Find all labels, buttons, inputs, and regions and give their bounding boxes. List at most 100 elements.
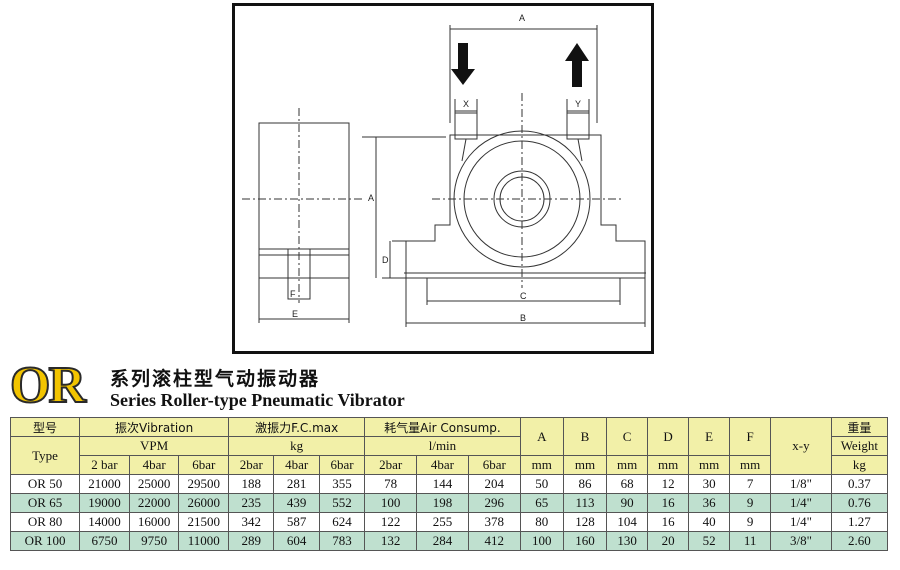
table-cell: 36	[688, 493, 731, 513]
table-cell: 160	[562, 531, 608, 551]
table-cell: 198	[416, 493, 469, 513]
header-vib-4bar: 4bar	[128, 455, 180, 475]
table-cell: 12	[647, 474, 690, 494]
table-cell: 30	[688, 474, 731, 494]
table-cell: 289	[228, 531, 275, 551]
table-cell: 20	[647, 531, 690, 551]
table-cell: 132	[364, 531, 418, 551]
table-cell: 21500	[178, 512, 230, 532]
table-cell: OR 50	[9, 474, 81, 494]
dim-label-e: E	[292, 309, 298, 319]
header-row-2: Type VPM kg l/min Weight	[9, 436, 889, 475]
header-air-4bar: 4bar	[416, 455, 469, 475]
table-cell: 90	[606, 493, 649, 513]
table-cell: 296	[467, 493, 521, 513]
header-air: 耗气量Air Consump.	[364, 417, 521, 437]
technical-drawing: F E	[232, 3, 654, 354]
table-cell: OR 65	[9, 493, 81, 513]
table-cell: 128	[562, 512, 608, 532]
product-header: OR 系列滚柱型气动振动器 Series Roller-type Pneumat…	[9, 358, 890, 414]
header-weight-cn: 重量	[830, 417, 889, 437]
unit-mm-d: mm	[647, 455, 690, 475]
table-cell: 281	[273, 474, 320, 494]
table-cell: 355	[318, 474, 366, 494]
table-cell: 52	[688, 531, 731, 551]
dim-label-y: Y	[575, 99, 581, 109]
dim-label-b: B	[520, 313, 526, 323]
header-type-en: Type	[9, 436, 81, 475]
header-xy: x-y	[770, 417, 832, 475]
side-view	[242, 108, 362, 323]
unit-mm-f: mm	[729, 455, 772, 475]
table-cell: 100	[519, 531, 564, 551]
table-cell: 342	[228, 512, 275, 532]
table-cell: 19000	[79, 493, 130, 513]
unit-mm-c: mm	[606, 455, 649, 475]
table-cell: 412	[467, 531, 521, 551]
drawing-svg: F E	[232, 3, 654, 354]
table-cell: 144	[416, 474, 469, 494]
table-cell: 188	[228, 474, 275, 494]
table-cell: 552	[318, 493, 366, 513]
front-view	[362, 25, 646, 327]
header-force-6bar: 6bar	[318, 455, 366, 475]
table-cell: 16	[647, 493, 690, 513]
dim-label-c: C	[520, 291, 527, 301]
table-cell: 624	[318, 512, 366, 532]
table-cell: 29500	[178, 474, 230, 494]
table-cell: OR 80	[9, 512, 81, 532]
arrow-up-icon	[565, 43, 589, 87]
header-force-unit: kg	[228, 436, 366, 456]
header-vpm: VPM	[79, 436, 230, 456]
spec-table: 型号 振次Vibration 激振力F.C.max 耗气量Air Consump…	[9, 417, 889, 551]
header-a: A	[519, 417, 564, 456]
table-cell: 100	[364, 493, 418, 513]
header-force: 激振力F.C.max	[228, 417, 366, 437]
header-e: E	[688, 417, 731, 456]
table-cell: 0.76	[830, 493, 889, 513]
header-b: B	[562, 417, 608, 456]
header-vibration: 振次Vibration	[79, 417, 230, 437]
header-vib-6bar: 6bar	[178, 455, 230, 475]
dim-label-d: D	[382, 255, 389, 265]
header-row-4: 2 bar 4bar 6bar 2bar 4bar 6bar 2bar 4bar…	[11, 455, 889, 475]
header-vib-2bar: 2 bar	[79, 455, 130, 475]
header-weight-en: Weight	[830, 436, 889, 456]
table-cell: 6750	[79, 531, 130, 551]
table-cell: 604	[273, 531, 320, 551]
header-air-2bar: 2bar	[364, 455, 418, 475]
dim-label-f: F	[290, 289, 296, 299]
table-cell: 104	[606, 512, 649, 532]
table-cell: 50	[519, 474, 564, 494]
table-cell: 22000	[128, 493, 180, 513]
header-type-cn: 型号	[9, 417, 81, 437]
arrow-down-icon	[451, 43, 475, 85]
table-cell: 1/8"	[770, 474, 832, 494]
table-cell: 439	[273, 493, 320, 513]
table-cell: 587	[273, 512, 320, 532]
table-cell: 378	[467, 512, 521, 532]
table-cell: 1/4"	[770, 493, 832, 513]
table-cell: 130	[606, 531, 649, 551]
unit-mm-b: mm	[562, 455, 608, 475]
table-cell: 255	[416, 512, 469, 532]
dim-label-a-side: A	[368, 193, 374, 203]
table-cell: 783	[318, 531, 366, 551]
table-cell: 7	[729, 474, 772, 494]
table-cell: 9750	[128, 531, 180, 551]
header-c: C	[606, 417, 649, 456]
table-cell: OR 100	[9, 531, 81, 551]
table-cell: 86	[562, 474, 608, 494]
table-cell: 204	[467, 474, 521, 494]
header-d: D	[647, 417, 690, 456]
drawing-frame	[232, 3, 654, 354]
dim-label-a-top: A	[519, 13, 525, 23]
title-english: Series Roller-type Pneumatic Vibrator	[110, 390, 405, 410]
table-cell: 122	[364, 512, 418, 532]
table-cell: 1/4"	[770, 512, 832, 532]
table-cell: 0.37	[830, 474, 889, 494]
table-cell: 284	[416, 531, 469, 551]
